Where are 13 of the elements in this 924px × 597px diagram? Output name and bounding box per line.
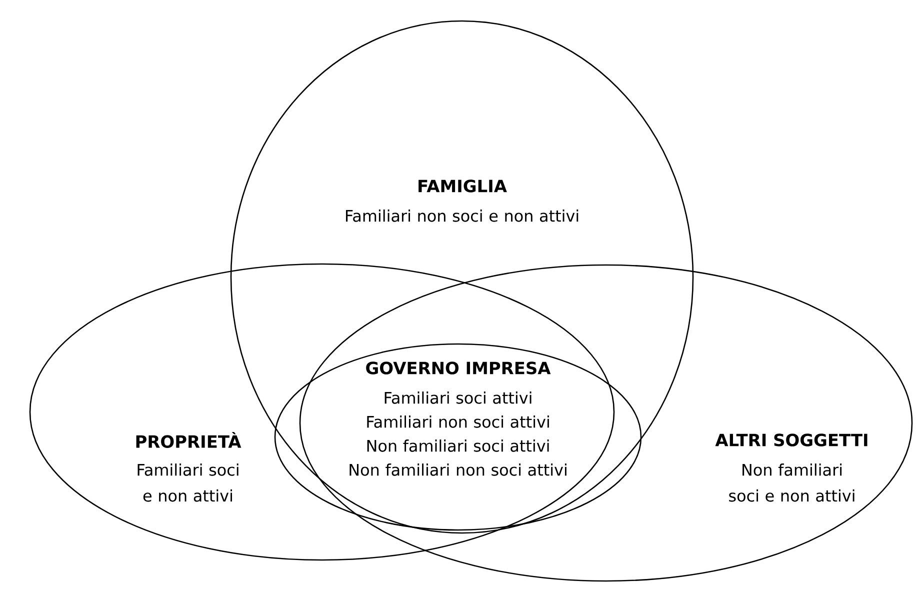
set-description: Familiari soci e non attivi xyxy=(138,464,238,502)
set-description: Familiari soci attivi xyxy=(384,392,532,404)
set-description: Familiari non soci attivi xyxy=(367,416,549,428)
set-description: Non familiari non soci attivi xyxy=(350,464,566,476)
set-ellipse xyxy=(29,263,615,561)
set-description: Familiari non soci e non attivi xyxy=(346,210,578,222)
set-ellipse xyxy=(299,264,913,582)
set-description: Non familiari soci e non attivi xyxy=(729,464,854,502)
set-heading: ALTRI SOGGETTI xyxy=(715,434,868,446)
set-heading: GOVERNO IMPRESA xyxy=(366,362,551,374)
set-heading: FAMIGLIA xyxy=(418,180,507,192)
set-description: Non familiari soci attivi xyxy=(367,440,549,452)
set-heading: PROPRIETÀ xyxy=(136,432,242,448)
